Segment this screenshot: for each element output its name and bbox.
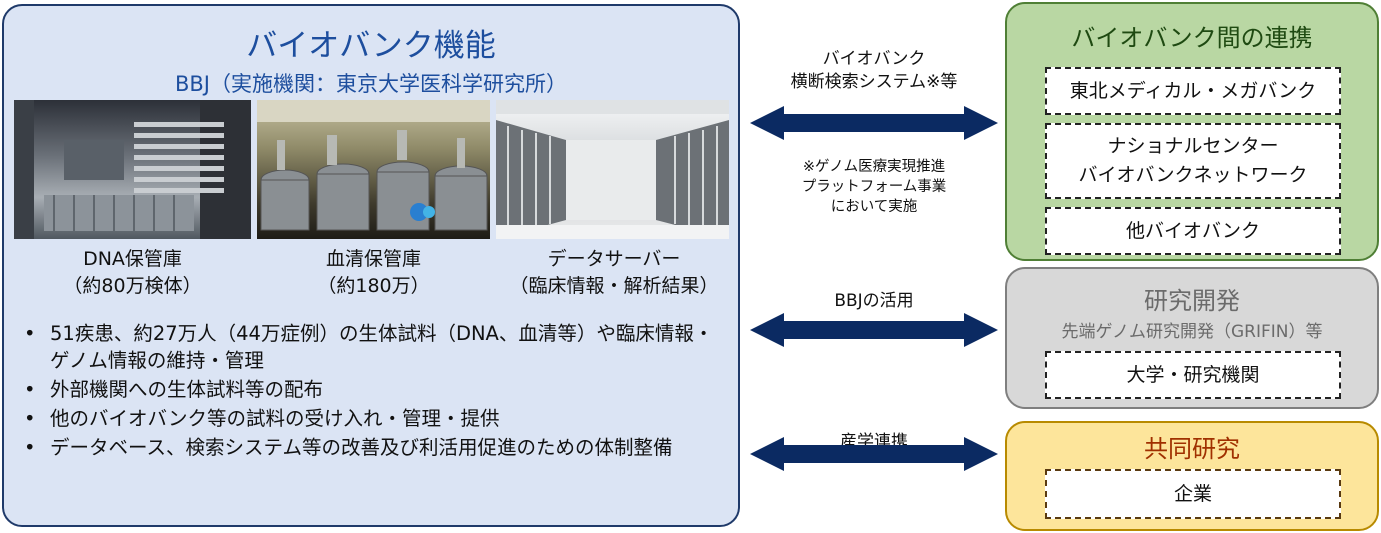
panel-subtitle: BBJ（実施機関：東京大学医科学研究所） xyxy=(174,72,567,96)
serum-storage-caption: 血清保管庫 （約180万） xyxy=(257,246,490,300)
item-label: ナショナルセンター xyxy=(1107,135,1279,157)
serum-storage-photo xyxy=(257,100,490,239)
panel-title: 共同研究 xyxy=(1144,435,1240,463)
note-line: プラットフォーム事業 xyxy=(801,179,947,195)
item-label: 企業 xyxy=(1173,482,1212,505)
collab-item: 他バイオバンク xyxy=(1045,207,1341,255)
bullet-item: 他のバイオバンク等の試料の受け入れ・管理・提供 xyxy=(24,405,724,432)
panel-subtitle: 先端ゲノム研究開発（GRIFIN）等 xyxy=(1061,322,1323,342)
double-arrow-icon xyxy=(750,313,998,347)
note-line: ※ゲノム医療実現推進 xyxy=(802,159,946,175)
caption-line: DNA保管庫 xyxy=(83,248,182,270)
double-arrow-icon xyxy=(750,106,998,140)
caption-line: 血清保管庫 xyxy=(325,248,421,270)
item-label: バイオバンクネットワーク xyxy=(1078,164,1308,186)
collab-item: 東北メディカル・メガバンク xyxy=(1045,67,1341,115)
dna-storage-photo xyxy=(14,100,251,239)
bullet-item: データベース、検索システム等の改善及び利活用促進のための体制整備 xyxy=(24,434,724,461)
label-line: バイオバンク xyxy=(822,49,926,69)
bullet-item: 51疾患、約27万人（44万症例）の生体試料（DNA、血清等）や臨床情報・ゲノム… xyxy=(24,320,724,374)
cross-search-label: バイオバンク 横断検索システム※等 xyxy=(745,48,1003,94)
data-server-caption: データサーバー （臨床情報・解析結果） xyxy=(491,246,737,300)
item-label: 大学・研究機関 xyxy=(1126,363,1260,386)
research-development-panel: 研究開発 先端ゲノム研究開発（GRIFIN）等 大学・研究機関 xyxy=(1005,267,1379,409)
item-label: 東北メディカル・メガバンク xyxy=(1069,79,1317,102)
caption-line: データサーバー xyxy=(547,248,681,270)
item-label: 他バイオバンク xyxy=(1126,219,1260,242)
collab-item: ナショナルセンター バイオバンクネットワーク xyxy=(1045,123,1341,199)
joint-item: 企業 xyxy=(1045,469,1341,519)
biobank-collaboration-panel: バイオバンク間の連携 東北メディカル・メガバンク ナショナルセンター バイオバン… xyxy=(1005,2,1379,261)
dna-storage-caption: DNA保管庫 （約80万検体） xyxy=(14,246,251,300)
note-line: において実施 xyxy=(830,199,918,215)
research-item: 大学・研究機関 xyxy=(1045,351,1341,399)
bbj-usage-label: BBJの活用 xyxy=(834,291,914,311)
caption-line: （約80万検体） xyxy=(63,275,202,297)
panel-title: 研究開発 xyxy=(1144,287,1240,315)
bullet-item: 外部機関への生体試料等の配布 xyxy=(24,376,724,403)
function-bullet-list: 51疾患、約27万人（44万症例）の生体試料（DNA、血清等）や臨床情報・ゲノム… xyxy=(24,320,724,463)
label-line: 横断検索システム※等 xyxy=(790,72,958,92)
caption-line: （約180万） xyxy=(317,275,430,297)
panel-title: バイオバンク間の連携 xyxy=(1071,24,1313,52)
double-arrow-icon xyxy=(750,437,998,471)
joint-research-panel: 共同研究 企業 xyxy=(1005,421,1379,531)
footnote: ※ゲノム医療実現推進 プラットフォーム事業 において実施 xyxy=(745,157,1003,217)
caption-line: （臨床情報・解析結果） xyxy=(509,275,719,297)
panel-title: バイオバンク機能 xyxy=(246,28,496,64)
data-server-photo xyxy=(496,100,729,239)
